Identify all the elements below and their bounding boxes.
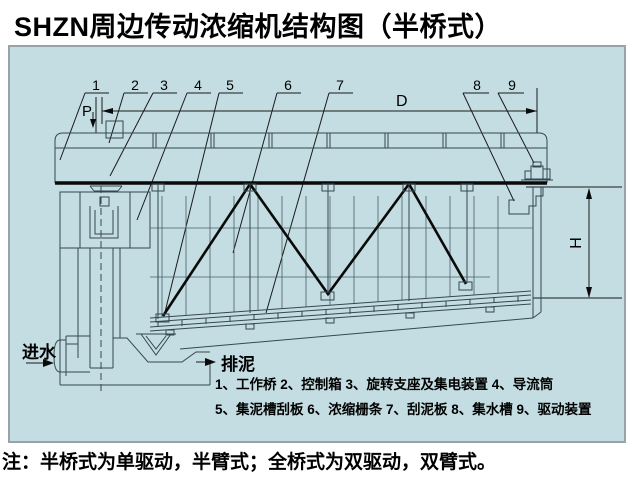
callout-9: 9 <box>508 77 516 93</box>
effluent-trough <box>508 187 544 215</box>
inlet-label: 进水 <box>22 342 57 362</box>
tank-shell <box>59 187 542 386</box>
dimension-h <box>526 186 622 299</box>
drive-unit <box>521 161 553 181</box>
outlet-label: 排泥 <box>221 354 255 374</box>
page-title: SHZN周边传动浓缩机结构图（半桥式） <box>14 12 502 42</box>
callout-7: 7 <box>336 77 344 93</box>
callout-leaders <box>59 92 535 314</box>
outlet-arrow <box>196 358 216 366</box>
note-text: 注：半桥式为单驱动，半臂式；全桥式为双驱动，双臂式。 <box>2 452 497 473</box>
callout-6: 6 <box>284 77 292 93</box>
dimension-d <box>90 88 538 133</box>
dim-d-label: D <box>396 93 408 110</box>
callout-8: 8 <box>473 77 481 93</box>
inlet-pipe <box>53 335 90 376</box>
dim-p-label: P <box>82 103 92 120</box>
legend-line-2: 5、集泥槽刮板 6、浓缩栅条 7、刮泥板 8、集水槽 9、驱动装置 <box>215 401 592 417</box>
callout-3: 3 <box>160 77 168 93</box>
callout-2: 2 <box>131 77 139 93</box>
scraper-truss <box>151 181 474 323</box>
scraper-rails <box>149 290 532 336</box>
callout-4: 4 <box>194 77 202 93</box>
callout-5: 5 <box>226 77 234 93</box>
thickening-pickets <box>150 196 533 317</box>
center-pivot-support <box>59 185 151 395</box>
work-bridge <box>54 132 548 183</box>
control-box <box>105 120 124 139</box>
callout-1: 1 <box>92 77 100 93</box>
sludge-hopper <box>136 333 176 356</box>
legend-line-1: 1、工作桥 2、控制箱 3、旋转支座及集电装置 4、导流筒 <box>215 376 553 392</box>
inlet-arrow <box>26 359 54 367</box>
dim-h-label: H <box>568 237 585 249</box>
